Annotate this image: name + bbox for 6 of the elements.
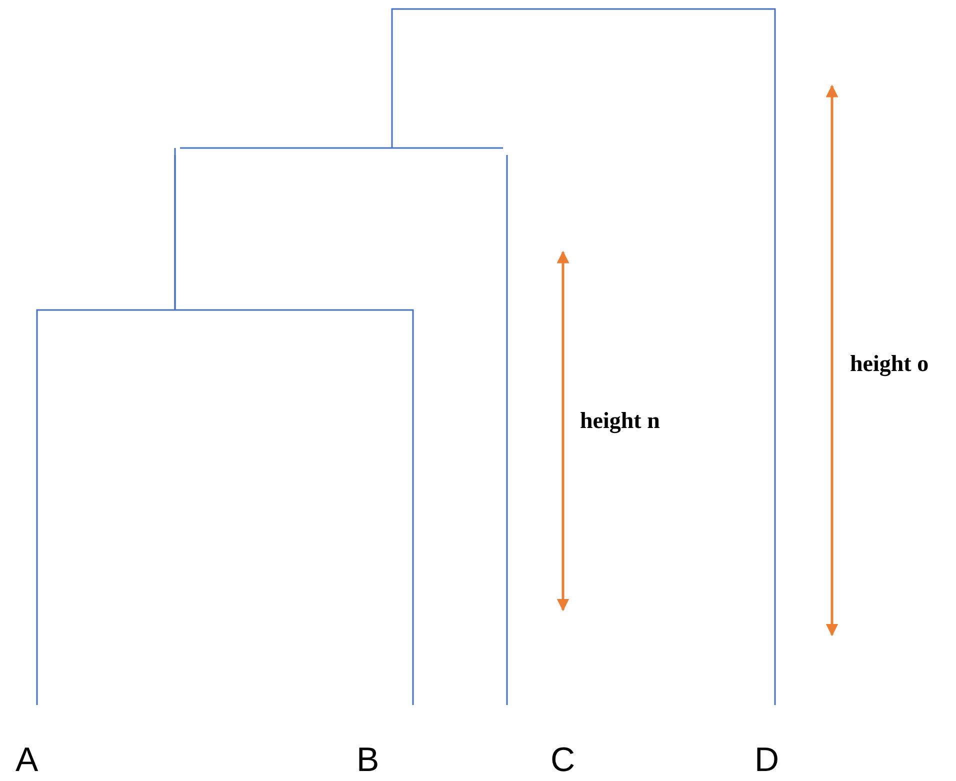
leaf-label: C	[550, 743, 576, 777]
leaf-label: B	[356, 743, 380, 777]
leaf-label: D	[754, 743, 780, 777]
dimension-label: height n	[580, 409, 660, 432]
dimension-label: height o	[850, 352, 929, 375]
leaf-label: A	[16, 743, 38, 777]
